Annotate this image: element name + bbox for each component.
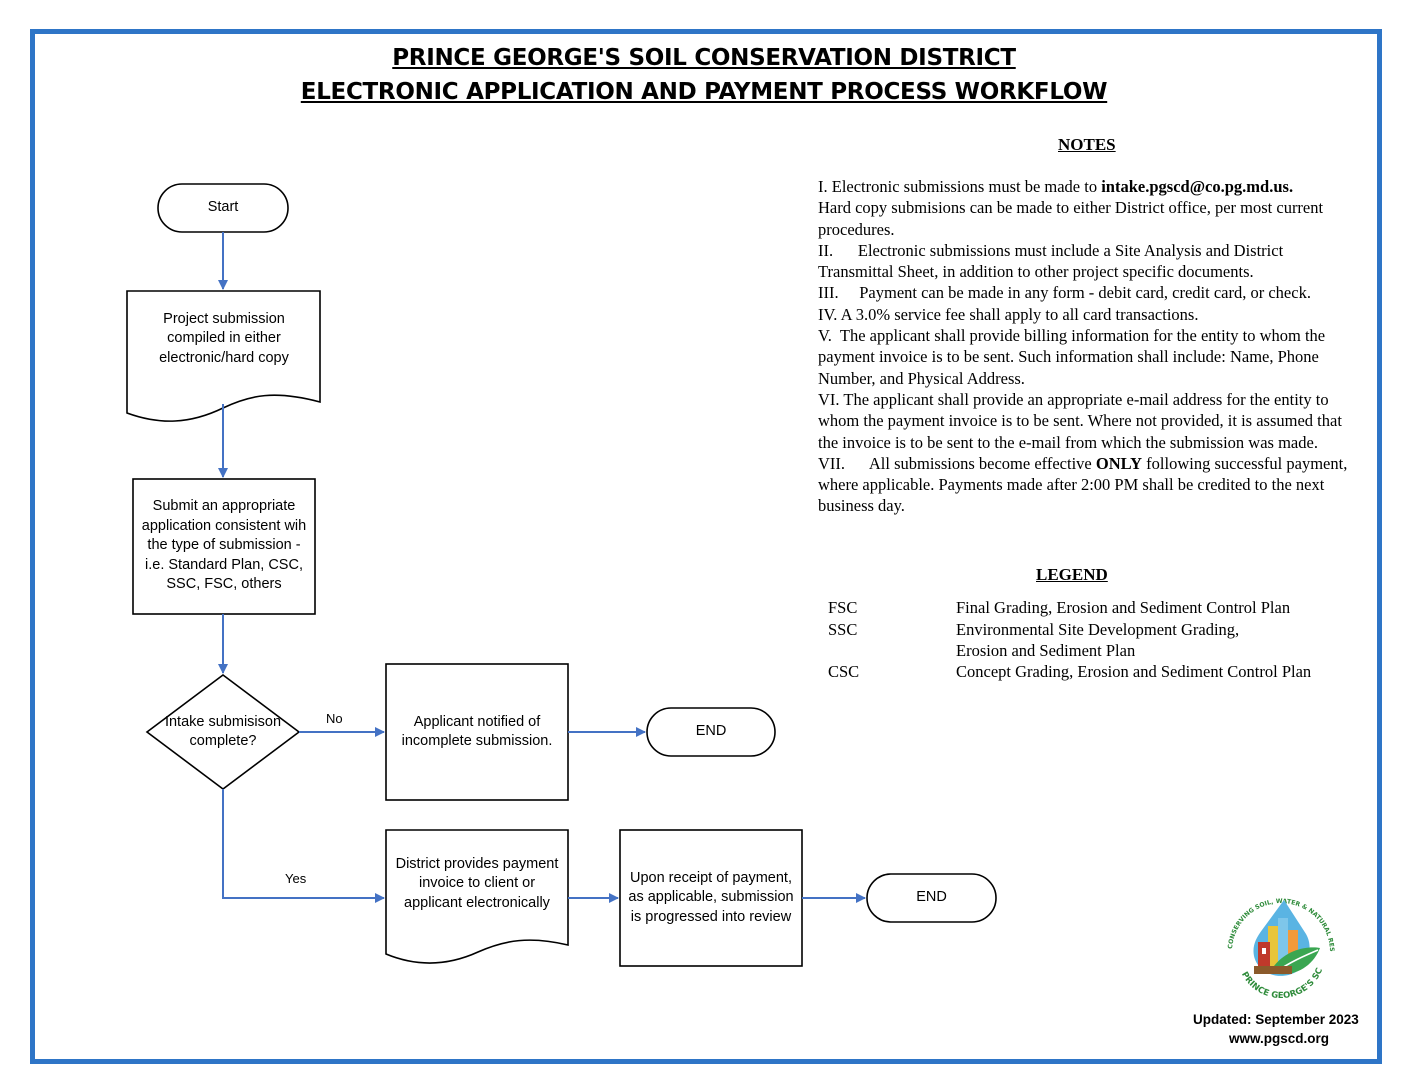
project-submission-label: Project submission compiled in either el… — [159, 310, 289, 366]
submit-application-shape — [132, 478, 316, 615]
note-3: III. Payment can be made in any form - d… — [818, 283, 1311, 303]
arrow-decision-yes — [222, 789, 385, 903]
intake-email: intake.pgscd@co.pg.md.us. — [1101, 177, 1294, 196]
end-2-terminator — [866, 873, 997, 923]
updated-date: Updated: September 2023 — [1193, 1012, 1359, 1027]
title-line-1: PRINCE GEORGE'S SOIL CONSERVATION DISTRI… — [392, 45, 1016, 71]
note-7: VII. All submissions become effective ON… — [818, 453, 1352, 516]
start-label: Start — [207, 199, 239, 216]
note-4: IV. A 3.0% service fee shall apply to al… — [818, 304, 1199, 324]
note-5: V. The applicant shall provide billing i… — [818, 326, 1330, 388]
note-1: I. Electronic submissions must be made t… — [818, 177, 1324, 239]
incomplete-notice-label: Applicant notified of incomplete submiss… — [401, 713, 553, 750]
website-link[interactable]: www.pgscd.org — [1229, 1031, 1330, 1046]
notes-section: I. Electronic submissions must be made t… — [818, 176, 1358, 517]
receipt-of-payment-label: Upon receipt of payment, as applicable, … — [628, 869, 794, 925]
pgscd-logo: CONSERVING SOIL, WATER & NATURAL RESOURC… — [1218, 886, 1335, 1001]
payment-invoice-shape — [385, 829, 569, 964]
end-1-label: END — [695, 723, 727, 740]
payment-invoice-label: District provides payment invoice to cli… — [395, 855, 559, 911]
title-line-2: ELECTRONIC APPLICATION AND PAYMENT PROCE… — [300, 79, 1108, 105]
end-2-label: END — [916, 889, 947, 906]
page-border — [30, 29, 1382, 1064]
incomplete-notice-shape — [385, 663, 569, 801]
submit-application-label: Submit an appropriate application consis… — [141, 498, 307, 593]
legend-heading: LEGEND — [1036, 565, 1108, 584]
yes-label: Yes — [285, 871, 307, 886]
end-1-terminator — [646, 707, 776, 757]
note-6: VI. The applicant shall provide an appro… — [818, 389, 1342, 452]
no-label: No — [326, 711, 343, 726]
notes-heading: NOTES — [1058, 135, 1116, 154]
decision-label: Intake submisison complete? — [164, 713, 282, 750]
note-2: II. Electronic submissions must include … — [818, 240, 1287, 282]
